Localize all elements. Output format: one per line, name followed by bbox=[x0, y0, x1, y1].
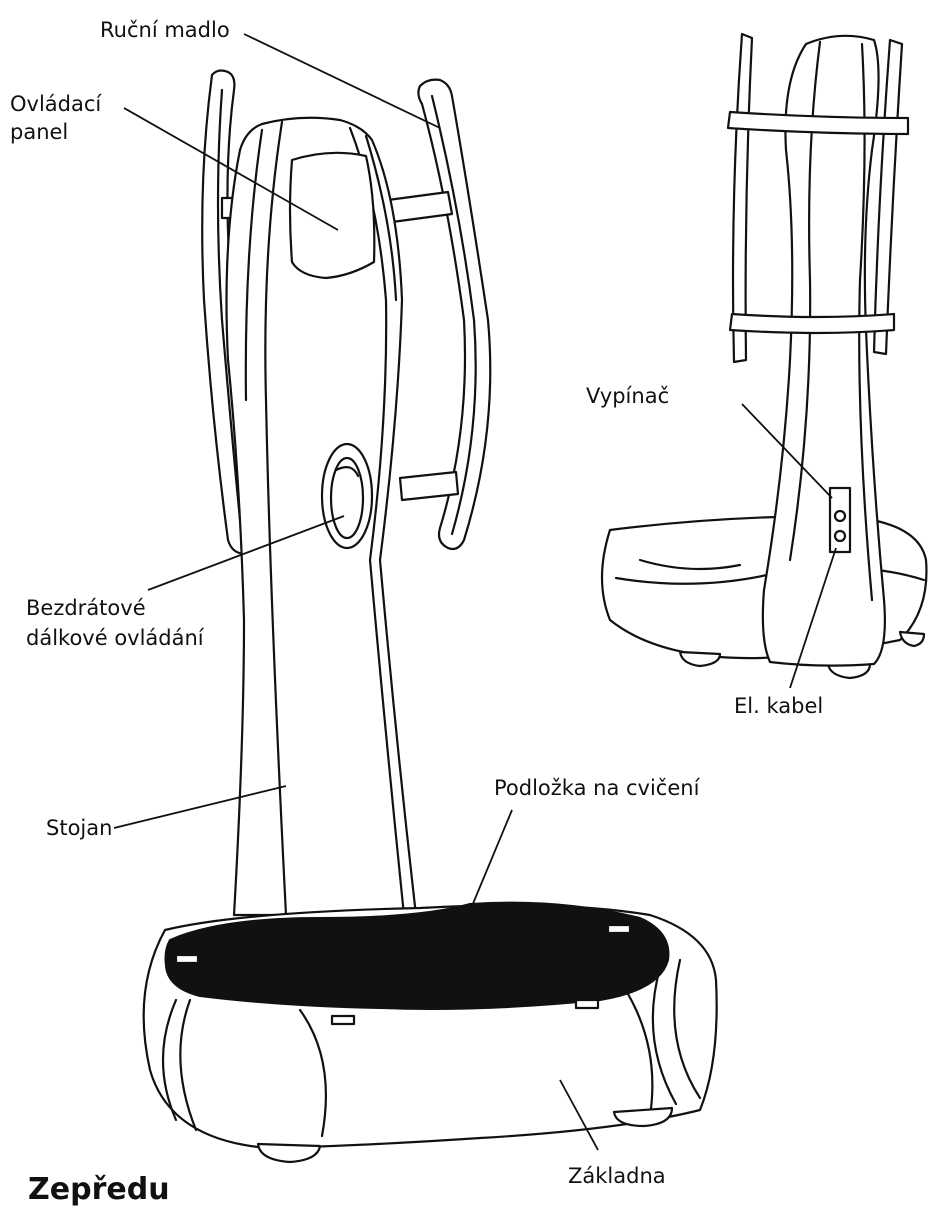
control-panel-label-line1: Ovládací bbox=[10, 92, 101, 117]
base-label: Základna bbox=[568, 1164, 666, 1189]
rear-view-drawing bbox=[602, 34, 926, 678]
right-handle-drawing bbox=[388, 80, 490, 549]
view-title: Zepředu bbox=[28, 1172, 170, 1207]
base-drawing bbox=[144, 903, 717, 1162]
stand-label: Stojan bbox=[46, 816, 112, 841]
stand-drawing bbox=[227, 118, 417, 915]
remote-label-line2: dálkové ovládání bbox=[26, 626, 204, 651]
remote-label-line1: Bezdrátové bbox=[26, 596, 146, 621]
cable-label: El. kabel bbox=[734, 694, 823, 719]
handle-label: Ruční madlo bbox=[100, 18, 230, 43]
leader-mat bbox=[472, 810, 512, 906]
control-panel-label-line2: panel bbox=[10, 120, 68, 145]
leader-handle bbox=[244, 34, 440, 128]
exercise-mat-label: Podložka na cvičení bbox=[494, 776, 699, 801]
switch-label: Vypínač bbox=[586, 384, 669, 409]
